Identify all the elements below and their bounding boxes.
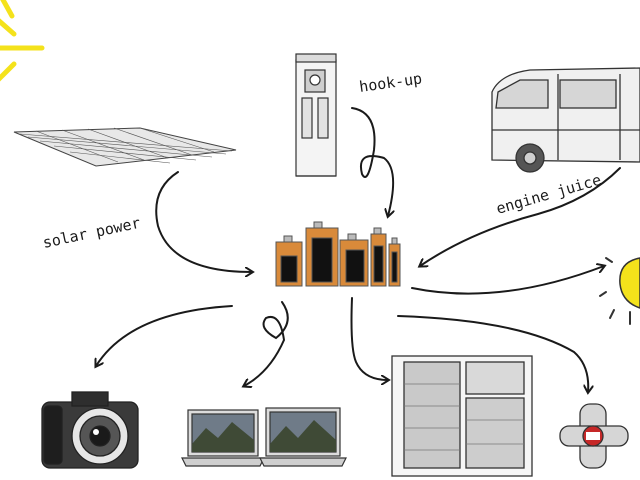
fridge-icon [391, 355, 533, 477]
arrow-hookup-to-battery [351, 107, 393, 216]
lightbulb-icon [599, 257, 640, 325]
label-hook-up: hook-up [358, 69, 423, 96]
battery-bank-icon [275, 221, 401, 287]
heater-icon [559, 403, 629, 469]
van-icon [491, 67, 640, 173]
arrow-battery-to-fridge [350, 297, 389, 380]
camera-icon [41, 391, 139, 469]
arrow-battery-to-camera [96, 305, 233, 366]
laptop-icon [181, 407, 347, 467]
arrow-solar-to-battery [155, 171, 252, 272]
power-pedestal-icon [295, 53, 337, 177]
arrow-battery-to-laptops [244, 301, 289, 386]
solar-panel-icon [13, 127, 237, 167]
sun-icon [0, 0, 45, 82]
arrow-battery-to-heater [397, 315, 588, 392]
arrow-battery-to-bulb [411, 266, 604, 295]
label-solar-power: solar power [41, 214, 142, 252]
arrow-engine-to-battery [420, 167, 621, 266]
